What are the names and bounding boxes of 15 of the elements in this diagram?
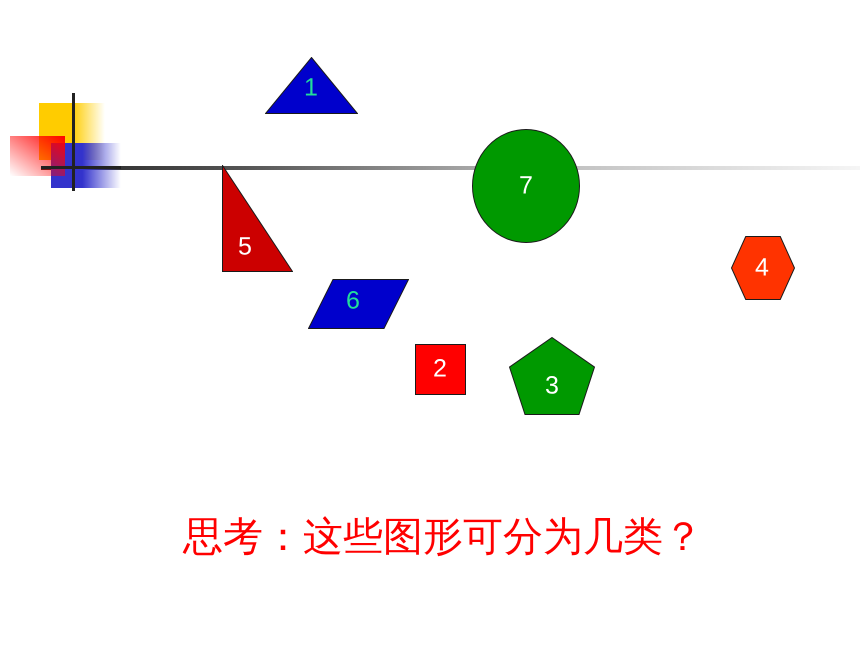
question-text: 思考：这些图形可分为几类？ xyxy=(183,515,703,559)
hexagon-shape xyxy=(731,236,795,300)
parallelogram-shape xyxy=(308,279,409,329)
shape-number: 5 xyxy=(238,234,252,260)
pentagon-shape xyxy=(509,337,595,415)
square-shape xyxy=(415,344,466,395)
shape-number: 2 xyxy=(433,356,447,382)
triangle-shape xyxy=(265,57,358,114)
right-triangle-shape xyxy=(222,165,293,272)
shape-number: 6 xyxy=(346,288,360,314)
circle-shape xyxy=(472,129,580,243)
shape-number: 7 xyxy=(519,174,533,198)
shape-number: 1 xyxy=(304,76,318,100)
shape-number: 3 xyxy=(545,374,559,398)
shape-number: 4 xyxy=(755,256,769,280)
